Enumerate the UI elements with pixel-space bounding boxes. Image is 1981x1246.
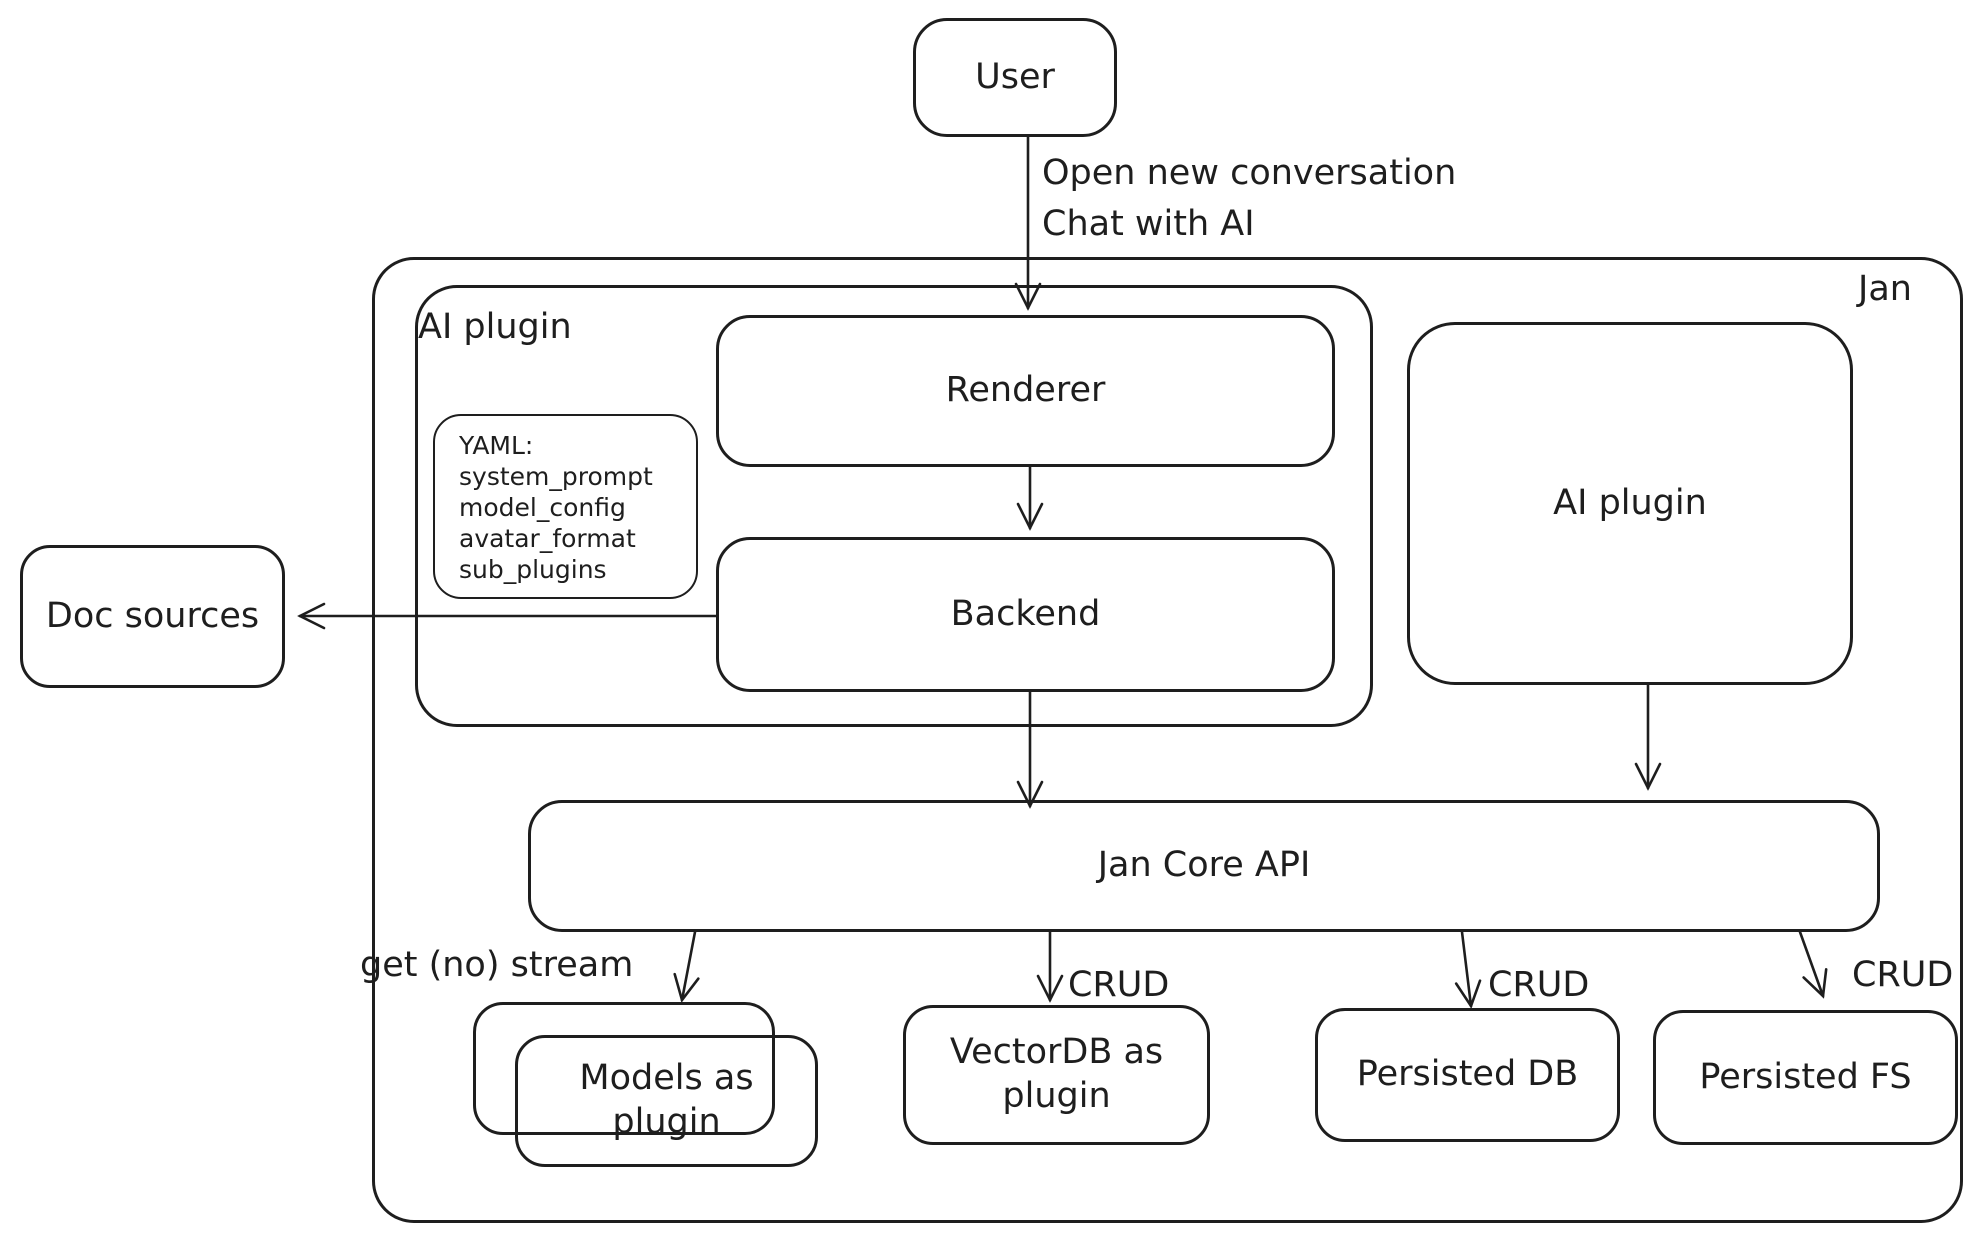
- node-vectordb-as-plugin: VectorDB as plugin: [903, 1005, 1210, 1145]
- jan-container: [372, 257, 1963, 1223]
- edge-label-crud-persisted-fs: CRUD: [1852, 955, 1954, 995]
- node-models-as-plugin-label: Models as plugin: [579, 1058, 754, 1142]
- node-user: User: [913, 18, 1117, 137]
- node-user-label: User: [975, 56, 1055, 97]
- edge-label-user-renderer: Open new conversation Chat with AI: [1042, 148, 1456, 250]
- edge-label-line-2: Chat with AI: [1042, 203, 1255, 244]
- yaml-note-line: sub_plugins: [459, 555, 607, 584]
- ai-plugin-group-label: AI plugin: [418, 307, 572, 347]
- yaml-note: YAML: system_prompt model_config avatar_…: [433, 414, 698, 599]
- node-backend-label: Backend: [950, 593, 1101, 634]
- node-doc-sources-label: Doc sources: [45, 595, 260, 636]
- node-backend: Backend: [716, 537, 1335, 692]
- node-jan-core-api-label: Jan Core API: [1097, 845, 1311, 886]
- node-persisted-db: Persisted DB: [1315, 1008, 1620, 1142]
- edge-label-crud-persisted-db: CRUD: [1488, 965, 1590, 1005]
- node-jan-core-api: Jan Core API: [528, 800, 1880, 932]
- yaml-note-line: model_config: [459, 493, 626, 522]
- node-vectordb-as-plugin-label: VectorDB as plugin: [949, 1032, 1164, 1116]
- node-renderer-label: Renderer: [945, 370, 1106, 411]
- node-ai-plugin-right-label: AI plugin: [1553, 482, 1707, 523]
- node-ai-plugin-right: AI plugin: [1407, 322, 1853, 685]
- node-renderer: Renderer: [716, 315, 1335, 467]
- edge-label-get-no-stream: get (no) stream: [360, 945, 634, 985]
- node-models-as-plugin: Models as plugin: [515, 1035, 818, 1167]
- node-doc-sources: Doc sources: [20, 545, 285, 688]
- edge-label-line-1: Open new conversation: [1042, 153, 1457, 193]
- edge-label-crud-vectordb: CRUD: [1068, 965, 1170, 1005]
- yaml-note-line: YAML:: [459, 431, 534, 460]
- node-persisted-db-label: Persisted DB: [1356, 1054, 1579, 1095]
- yaml-note-line: avatar_format: [459, 524, 636, 553]
- jan-container-label: Jan: [1858, 269, 1912, 309]
- yaml-note-line: system_prompt: [459, 462, 653, 491]
- node-models-outer-box: [473, 1002, 775, 1135]
- node-persisted-fs-label: Persisted FS: [1699, 1056, 1912, 1097]
- node-persisted-fs: Persisted FS: [1653, 1010, 1958, 1145]
- ai-plugin-group: [415, 285, 1373, 727]
